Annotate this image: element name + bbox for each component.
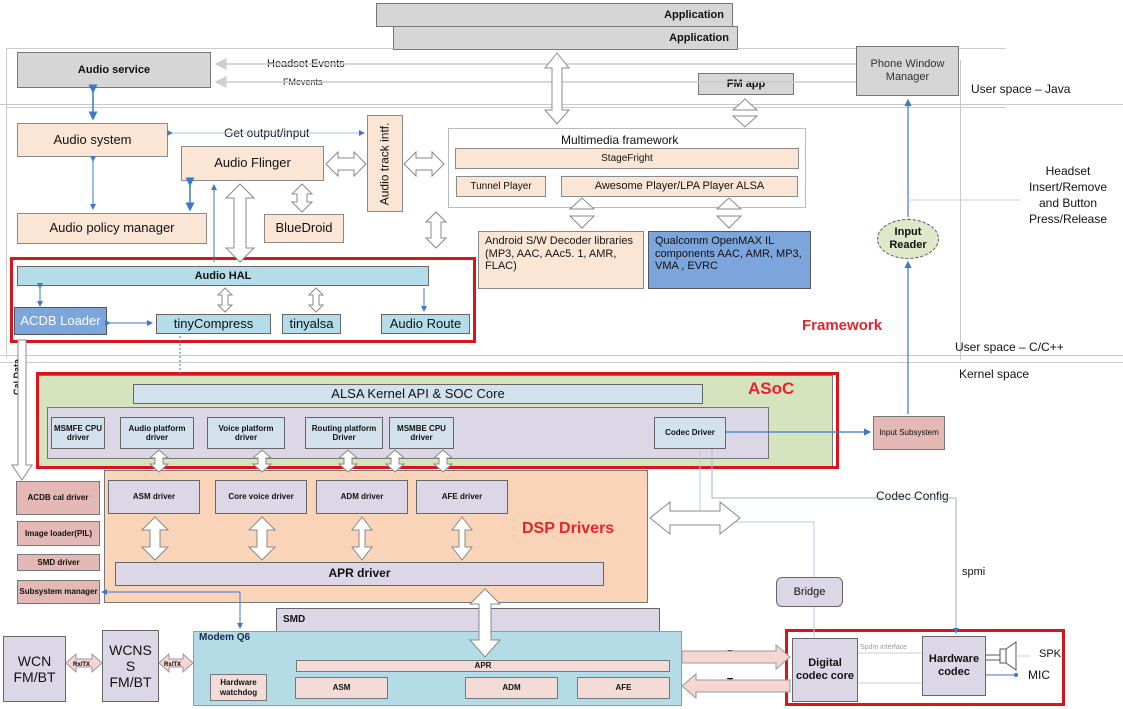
mic-label: MIC <box>1028 668 1050 682</box>
tunnel-player-box[interactable]: Tunnel Player <box>456 176 546 197</box>
audio-system-box[interactable]: Audio system <box>17 123 168 157</box>
acdb-cal-driver-box[interactable]: ACDB cal driver <box>16 481 100 515</box>
audio-track-intf-box[interactable]: Audio track intf. <box>367 115 403 212</box>
smd-bar[interactable]: SMD <box>276 608 660 632</box>
core-voice-driver-box[interactable]: Core voice driver <box>215 480 307 514</box>
awesome-player-box[interactable]: Awesome Player/LPA Player ALSA <box>561 176 798 197</box>
framework-label: Framework <box>802 317 883 334</box>
spk-label: SPK <box>1039 648 1062 660</box>
afe-driver-box[interactable]: AFE driver <box>416 480 508 514</box>
digital-codec-core-box[interactable]: Digital codec core <box>792 638 858 702</box>
alsa-core-box[interactable]: ALSA Kernel API & SOC Core <box>133 384 703 404</box>
framework-right-border <box>960 60 961 360</box>
tinycompress-box[interactable]: tinyCompress <box>156 314 271 334</box>
user-space-c-label: User space – C/C++ <box>955 340 1064 354</box>
headset-insert-label: Headset Insert/Remove and Button Press/R… <box>1028 164 1108 226</box>
application-box-back[interactable]: Application <box>376 3 733 27</box>
cal-data-label: Cal Data <box>12 358 22 395</box>
java-layer-divider <box>0 104 1123 105</box>
modem-adm-box[interactable]: ADM <box>465 677 558 699</box>
headset-events-label: Headset Events <box>267 58 345 70</box>
subsystem-manager-box[interactable]: Subsystem manager <box>17 580 100 604</box>
smd-driver-box[interactable]: SMD driver <box>17 554 100 571</box>
driver-routing-platform[interactable]: Routing platform Driver <box>305 417 383 449</box>
apr-driver-box[interactable]: APR driver <box>115 562 604 586</box>
wcn-box[interactable]: WCN FM/BT <box>3 636 66 702</box>
asoc-label: ASoC <box>748 379 795 398</box>
get-output-input-label: Get output/input <box>224 126 310 140</box>
flinger-track-arrow <box>325 150 367 178</box>
ahbe-label: AHBE <box>680 512 706 522</box>
tx-label: Tx <box>727 677 739 688</box>
audio-service-box[interactable]: Audio service <box>17 52 211 88</box>
audio-flinger-box[interactable]: Audio Flinger <box>181 146 324 181</box>
audio-hal-box[interactable]: Audio HAL <box>17 266 429 286</box>
side-updown-arrow <box>424 211 448 249</box>
hardware-codec-box[interactable]: Hardware codec <box>922 636 986 696</box>
dsp-drivers-label: DSP Drivers <box>522 520 615 537</box>
modem-afe-box[interactable]: AFE <box>577 677 670 699</box>
user-space-java-label: User space – Java <box>971 82 1071 96</box>
driver-msmbe[interactable]: MSMBE CPU driver <box>389 417 454 449</box>
tinyalsa-box[interactable]: tinyalsa <box>282 314 341 334</box>
rxtx-label-1: Rx/TX <box>73 662 90 668</box>
fm-app-box[interactable]: FM app <box>698 73 794 95</box>
driver-audio-platform[interactable]: Audio platform driver <box>120 417 194 449</box>
phone-window-manager-box[interactable]: Phone Window Manager <box>856 46 959 96</box>
rxtx-label-2: Rx/TX <box>164 662 181 668</box>
track-mm-arrow <box>403 150 445 178</box>
modem-asm-box[interactable]: ASM <box>295 677 388 699</box>
adm-driver-box[interactable]: ADM driver <box>316 480 408 514</box>
bridge-line <box>699 450 815 577</box>
spdm-interface-label: Spdm interface <box>860 644 908 651</box>
modem-apr-bar[interactable]: APR <box>296 660 670 672</box>
application-box-front[interactable]: Application <box>393 26 738 50</box>
stagefright-box[interactable]: StageFright <box>455 148 799 169</box>
wcnss-box[interactable]: WCNS S FM/BT <box>102 630 159 702</box>
modem-q6-label: Modem Q6 <box>199 632 251 643</box>
rxtx-arrow-1 <box>65 652 103 674</box>
audio-route-box[interactable]: Audio Route <box>381 314 470 334</box>
image-loader-box[interactable]: Image loader(PIL) <box>17 521 100 546</box>
kernel-divider <box>0 362 1123 363</box>
codec-config-label: Codec Config <box>876 489 949 503</box>
acdb-loader-box[interactable]: ACDB Loader <box>14 307 107 335</box>
driver-voice-platform[interactable]: Voice platform driver <box>207 417 285 449</box>
flinger-bluedroid-arrow <box>290 183 314 213</box>
audio-policy-manager-box[interactable]: Audio policy manager <box>17 213 207 244</box>
driver-msmfe[interactable]: MSMFE CPU driver <box>51 417 105 449</box>
spmi-label: spmi <box>962 566 986 578</box>
android-decoder-box[interactable]: Android S/W Decoder libraries (MP3, AAC,… <box>478 231 644 289</box>
codec-driver-box[interactable]: Codec Driver <box>654 417 726 449</box>
rx-label: Rx <box>727 649 740 660</box>
framework-left-border <box>6 48 7 358</box>
qualcomm-openmax-box[interactable]: Qualcomm OpenMAX IL components AAC, AMR,… <box>648 231 811 289</box>
flinger-hal-arrow <box>224 183 256 263</box>
kernel-space-label: Kernel space <box>959 367 1030 381</box>
fm-events-label: FMevents <box>283 77 323 87</box>
rxtx-arrow-2 <box>158 652 194 674</box>
hw-watchdog-box[interactable]: Hardware watchdog <box>210 674 267 701</box>
input-reader-ellipse[interactable]: Input Reader <box>877 219 939 259</box>
bridge-box[interactable]: Bridge <box>776 577 843 607</box>
input-subsystem-box[interactable]: Input Subsystem <box>873 416 945 450</box>
framework-divider <box>0 355 1123 356</box>
asm-driver-box[interactable]: ASM driver <box>108 480 200 514</box>
multimedia-framework-label: Multimedia framework <box>561 133 679 147</box>
bluedroid-box[interactable]: BlueDroid <box>264 214 344 243</box>
